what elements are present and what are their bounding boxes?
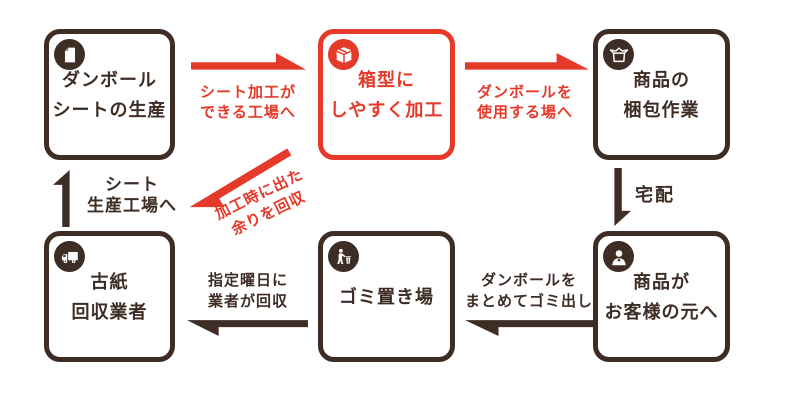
label-line: シート [105,175,159,194]
box-label: ゴミ置き場 [339,282,434,312]
label-line: ダンボールを [480,272,577,289]
label-line: シート加工が [199,84,296,101]
arrow-left-scheduled-pickup [187,313,308,336]
label-line: 生産工場へ [87,196,177,215]
truck-icon [54,241,85,272]
box-label: 商品が お客様の元へ [605,267,719,327]
flow-box-garbage-site: ゴミ置き場 [318,231,455,362]
box-label-line: 商品の [633,69,690,90]
box-label: 箱型に しやすく加工 [330,65,444,125]
label-line: 業者が回収 [207,293,288,310]
box-label-line: 商品が [633,271,690,292]
arrow-label-scheduled-pickup: 指定曜日に 業者が回収 [178,270,318,312]
flow-box-packing: 商品の 梱包作業 [593,29,730,160]
arrow-down-delivery [607,168,631,226]
arrow-up-to-sheet-factory [53,170,77,227]
arrow-left-garbage-out [465,313,593,336]
box-label-line: お客様の元へ [604,301,719,322]
open-box-icon [603,39,634,70]
arrow-label-to-processing: シート加工が できる工場へ [186,83,310,123]
arrow-label-delivery: 宅配 [635,185,675,205]
arrow-label-garbage-out: ダンボールを まとめてゴミ出し [448,270,610,312]
label-line: ダンボールを [476,84,573,101]
box-label-line: ゴミ置き場 [339,286,434,307]
arrow-diagonal-collect-scraps [185,141,296,222]
box-label-line: 梱包作業 [623,99,700,120]
arrow-right-to-processing [191,53,306,77]
flow-box-paper-collector: 古紙 回収業者 [44,231,175,362]
flow-box-sheet-production: ダンボール シートの生産 [44,29,175,160]
box-label: 古紙 回収業者 [72,267,148,327]
label-line: 使用する場へ [476,104,573,121]
arrow-label-to-usage-site: ダンボールを 使用する場へ [460,83,590,123]
label-line: 指定曜日に [207,272,288,289]
flow-box-processing: 箱型に しやすく加工 [318,29,455,160]
label-line: できる工場へ [200,104,296,121]
person-icon [603,241,634,272]
box-label: 商品の 梱包作業 [624,65,700,125]
arrow-label-to-sheet-factory: シート 生産工場へ [78,174,186,216]
box-label-line: ダンボール [62,69,157,90]
arrow-right-to-usage-site [465,53,589,77]
box-label-line: シートの生産 [52,99,167,120]
box-label: ダンボール シートの生産 [53,65,167,125]
label-line: まとめてゴミ出し [464,293,593,310]
paper-sheet-icon [54,39,85,70]
flow-box-customer: 商品が お客様の元へ [593,231,730,362]
box-label-line: 回収業者 [71,301,148,322]
box-label-line: しやすく加工 [329,99,444,120]
box-label-line: 箱型に [357,69,415,90]
box-label-line: 古紙 [90,271,129,292]
litter-icon [328,241,359,272]
package-icon [328,39,359,70]
